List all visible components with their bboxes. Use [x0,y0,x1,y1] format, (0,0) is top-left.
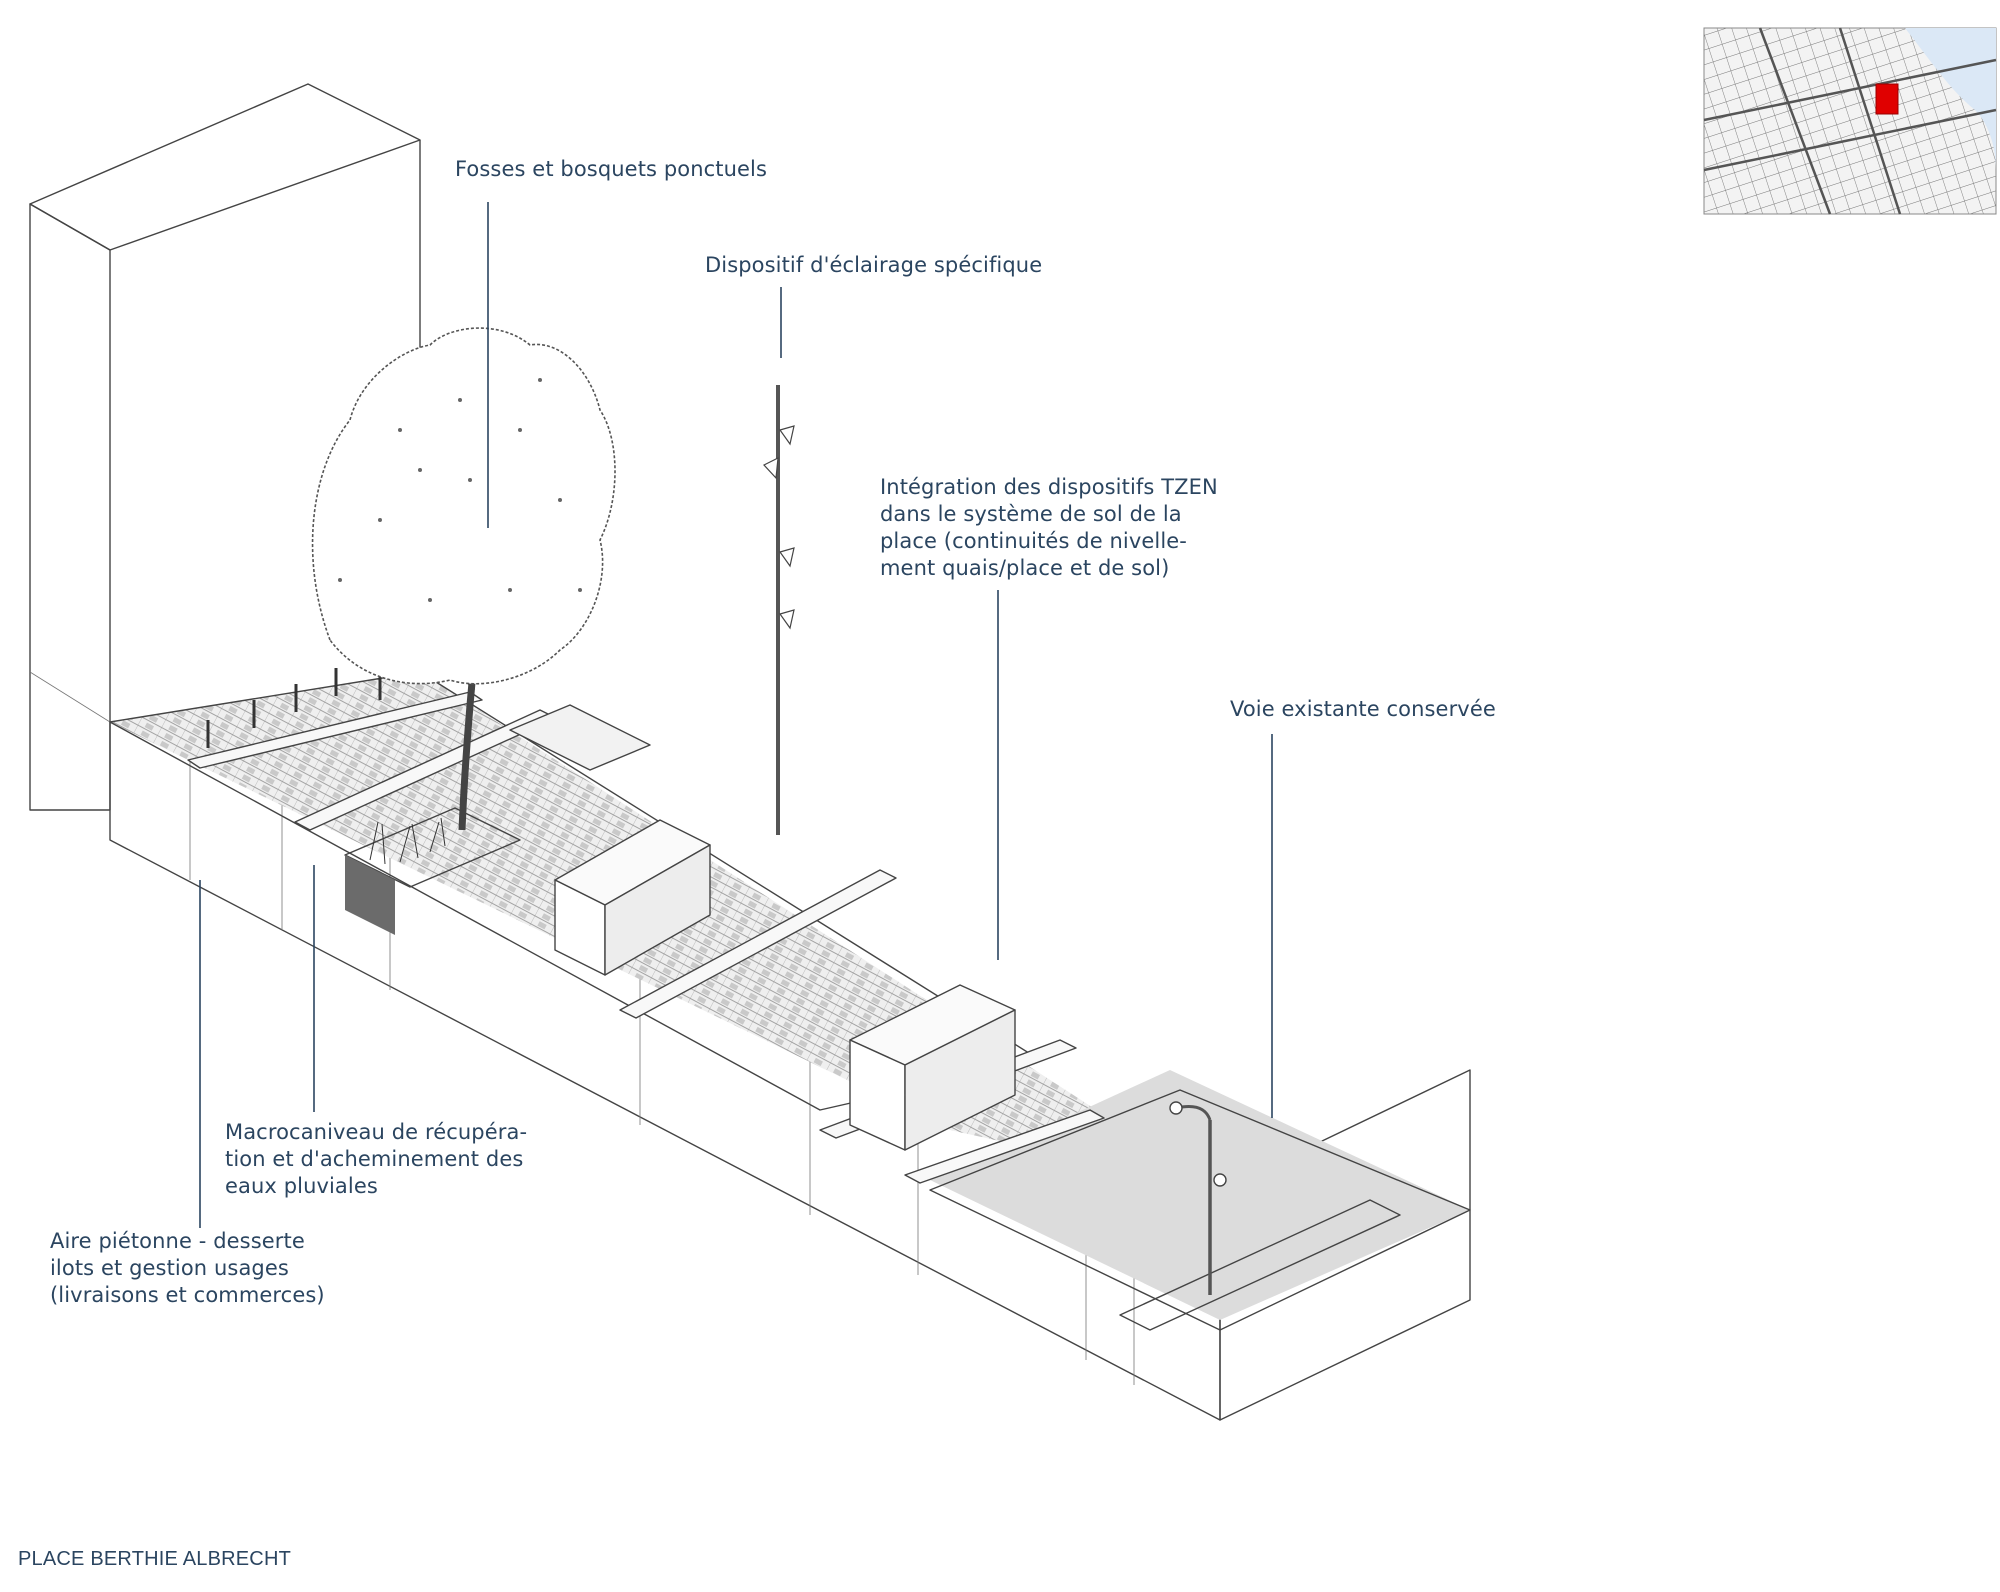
label-fosses-bosquets: Fosses et bosquets ponctuels [455,157,768,181]
tree [311,327,616,831]
label-dispositif-eclairage: Dispositif d'éclairage spécifique [705,253,1043,277]
location-map [1703,27,1997,215]
street-lamp [1169,1101,1227,1295]
label-aire-pietonne: Aire piétonne - desserte ilots et gestio… [50,1229,325,1307]
label-integration-tzen: Intégration des dispositifs TZEN dans le… [880,475,1218,580]
label-voie-existante: Voie existante conservée [1230,697,1496,721]
leader-lines [199,202,1273,1228]
lighting-mast [763,385,795,835]
tree-pit [344,807,521,935]
site-highlight [1875,83,1899,115]
label-macrocaniveau: Macrocaniveau de récupéra- tion et d'ach… [225,1120,528,1198]
bench-blocks [509,704,1016,1151]
drawing-caption: PLACE BERTHIE ALBRECHT [18,1548,292,1570]
